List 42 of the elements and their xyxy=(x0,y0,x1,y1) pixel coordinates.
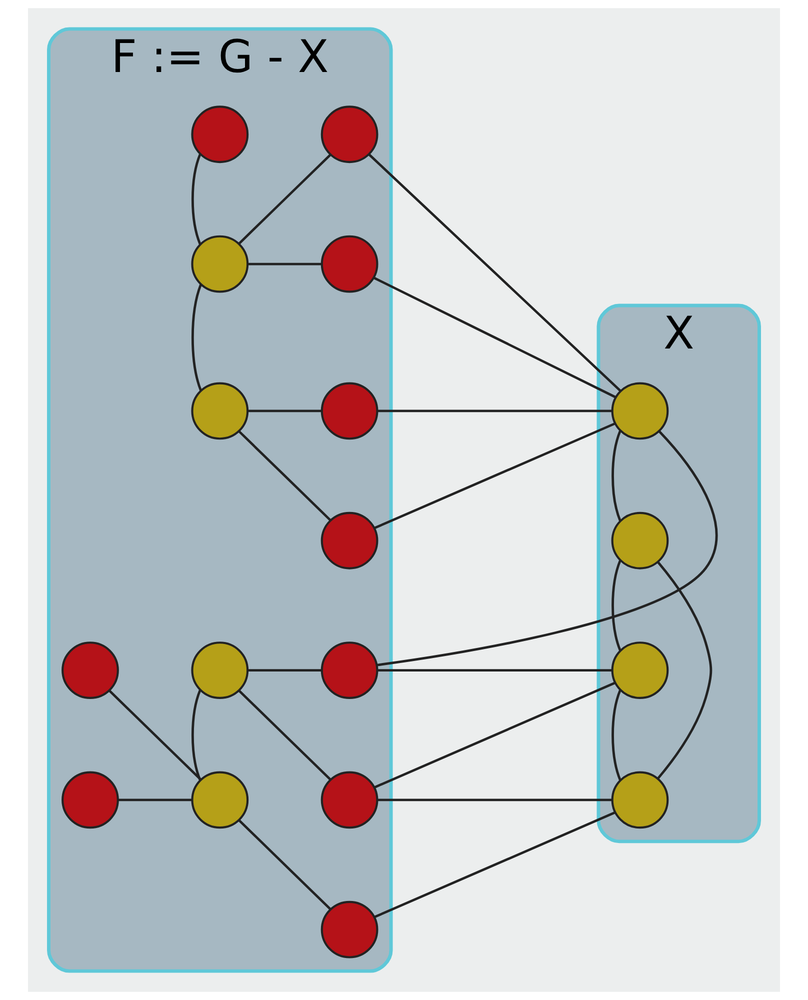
connector xyxy=(191,690,202,781)
node-circle xyxy=(320,382,378,440)
connector xyxy=(376,430,718,666)
node-circle xyxy=(611,512,669,570)
connector xyxy=(612,430,622,522)
node-circle xyxy=(320,900,378,958)
connector xyxy=(191,284,202,391)
connector xyxy=(238,154,332,244)
connector xyxy=(248,262,322,266)
connector xyxy=(368,154,622,392)
node-circle xyxy=(62,642,119,699)
connector xyxy=(377,669,612,672)
connector xyxy=(374,682,616,789)
connector xyxy=(238,819,332,910)
connector xyxy=(377,410,612,412)
connector xyxy=(108,690,202,780)
node-circle xyxy=(611,771,669,829)
node-circle xyxy=(320,106,378,164)
connector xyxy=(248,410,322,412)
node-circle xyxy=(320,771,378,829)
connector xyxy=(191,154,202,245)
node-circle xyxy=(191,642,249,699)
cluster: X xyxy=(596,304,761,844)
connector xyxy=(657,561,712,780)
node-circle xyxy=(191,106,249,164)
connector xyxy=(377,798,612,802)
node-circle xyxy=(320,235,378,293)
node-circle xyxy=(191,235,249,293)
node-circle xyxy=(320,642,378,699)
node-circle xyxy=(611,382,669,440)
connector xyxy=(248,669,322,672)
node-circle xyxy=(62,771,119,829)
connector xyxy=(238,690,332,780)
connector xyxy=(612,690,622,781)
connector xyxy=(238,430,332,522)
node-circle xyxy=(191,382,249,440)
connector xyxy=(612,560,622,651)
node-circle xyxy=(611,642,669,699)
cluster: F := G - X xyxy=(47,27,393,973)
connector xyxy=(118,798,192,802)
node-circle xyxy=(191,771,249,829)
node-circle xyxy=(320,512,378,570)
